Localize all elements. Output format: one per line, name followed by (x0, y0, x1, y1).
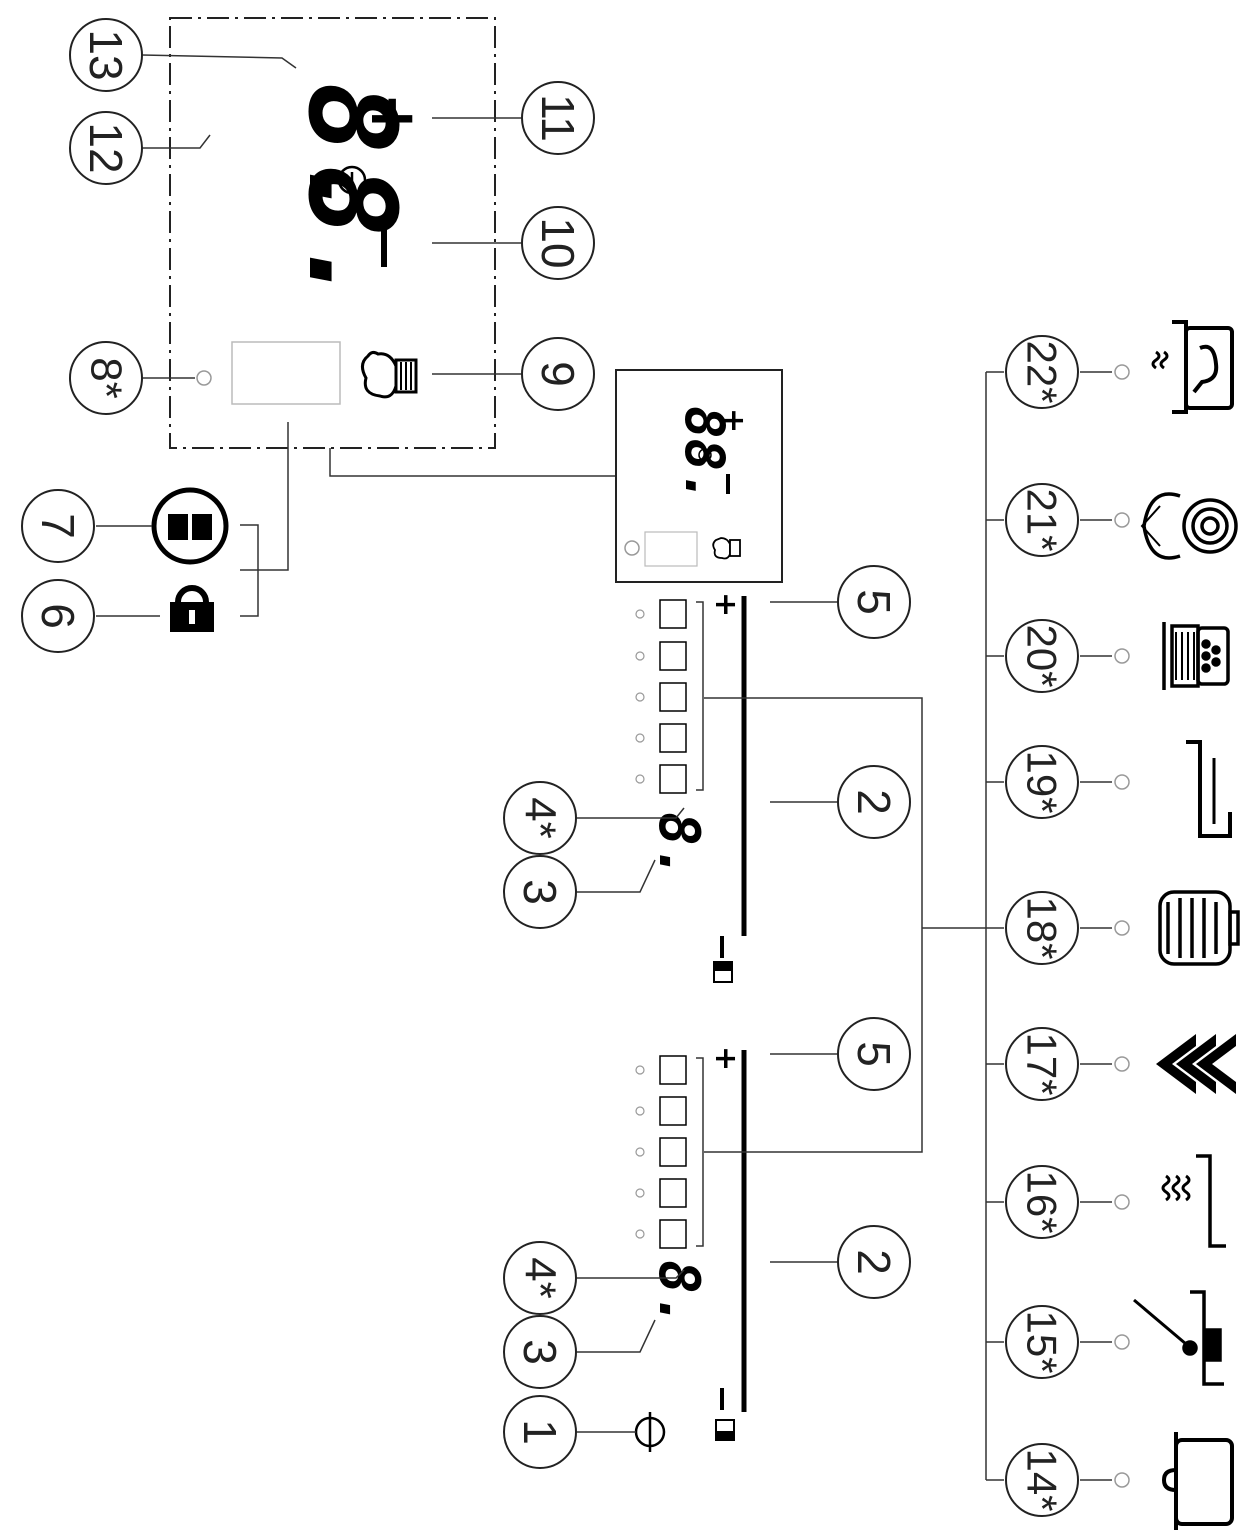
callout-9: 9 (532, 361, 584, 387)
zone-b-level-keys[interactable] (659, 599, 687, 794)
callout-4-upper: 4* (516, 797, 565, 839)
pause-icon[interactable] (151, 487, 229, 565)
cooking-zone-b: + 8. (635, 592, 747, 983)
zone-b-select-icon[interactable] (713, 961, 733, 983)
zone-a-level-keys[interactable] (659, 1055, 687, 1249)
callout-21: 21* (1019, 488, 1066, 551)
callout-10: 10 (532, 217, 584, 268)
callout-2-upper: 2 (848, 789, 900, 815)
callouts: 13 12 8* 11 10 9 7 6 5 2 5 2 4* 3 4* 3 1… (21, 18, 1079, 1517)
zone-a-leds (635, 1065, 645, 1239)
preview-clock-icon (698, 448, 712, 462)
timer-preview-frame (615, 369, 783, 583)
callout-8: 8* (82, 357, 131, 399)
timer-leaders (141, 54, 616, 617)
slider-a-plus: + (708, 1046, 743, 1071)
timer-zone-outline (169, 17, 496, 449)
lock-icon[interactable] (170, 585, 214, 632)
cooking-zone-a: + 8. (635, 1046, 747, 1441)
preview-plus: + (716, 408, 751, 433)
callout-17: 17* (1019, 1032, 1066, 1095)
callout-4-lower: 4* (516, 1257, 565, 1299)
timer-plus-symbol[interactable]: + (356, 92, 430, 146)
zone-b-leds (635, 609, 645, 784)
callout-13: 13 (80, 29, 132, 80)
preview-chef-hat-icon (712, 537, 741, 560)
preview-key-area (644, 531, 698, 567)
roast-pot-icon[interactable] (1151, 320, 1234, 414)
chevrons-icon[interactable] (1156, 1034, 1236, 1094)
callout-6: 6 (32, 603, 84, 629)
callout-20: 20* (1019, 624, 1066, 687)
callout-19: 19* (1019, 750, 1066, 813)
program-leds (1114, 364, 1130, 1488)
callout-16: 16* (1019, 1170, 1066, 1233)
preview-minus (726, 474, 730, 494)
callout-1: 1 (514, 1419, 566, 1445)
steam-pan-icon[interactable] (1161, 1154, 1226, 1248)
callout-22: 22* (1019, 340, 1066, 403)
power-icon[interactable] (634, 1412, 666, 1452)
zone-a-select-icon[interactable] (715, 1419, 735, 1441)
chef-hat-icon[interactable] (361, 350, 418, 399)
wok-flame-icon[interactable] (1140, 492, 1238, 560)
zone-b-digit: 8. (646, 812, 711, 879)
booster-key-area[interactable] (231, 341, 341, 405)
zone-a-digit: 8. (646, 1260, 711, 1327)
led-8 (196, 370, 212, 386)
callout-11: 11 (532, 94, 584, 142)
timer-digit-bottom: 8. (281, 165, 420, 310)
zone-leaders (572, 371, 1112, 1481)
slider-b-minus (720, 936, 724, 958)
slider-a-minus (720, 1388, 724, 1410)
timer-display: 8. 8. (281, 82, 420, 310)
callout-2-lower: 2 (848, 1249, 900, 1275)
callout-12: 12 (80, 122, 132, 173)
callout-14: 14* (1019, 1448, 1066, 1511)
preview-led (624, 540, 640, 556)
timer-minus-symbol[interactable] (381, 222, 387, 267)
callout-7: 7 (32, 513, 84, 539)
callout-15: 15* (1019, 1310, 1066, 1373)
timer-digit-top: 8. (281, 82, 420, 227)
callout-3-upper: 3 (514, 879, 566, 905)
probe-pan-icon[interactable] (1133, 1290, 1224, 1386)
timer-preview-digits: 88. (673, 406, 736, 504)
callout-3-lower: 3 (514, 1339, 566, 1365)
callout-5-lower: 5 (848, 1041, 900, 1067)
slider-b-plus: + (708, 592, 743, 617)
steamer-pot-icon[interactable] (1162, 622, 1230, 690)
clock-icon (337, 165, 367, 195)
grill-icon[interactable] (1158, 890, 1240, 966)
callout-5-upper: 5 (848, 589, 900, 615)
pan-icon[interactable] (1186, 740, 1232, 838)
pot-icon[interactable] (1161, 1432, 1234, 1530)
callout-18: 18* (1019, 896, 1066, 959)
